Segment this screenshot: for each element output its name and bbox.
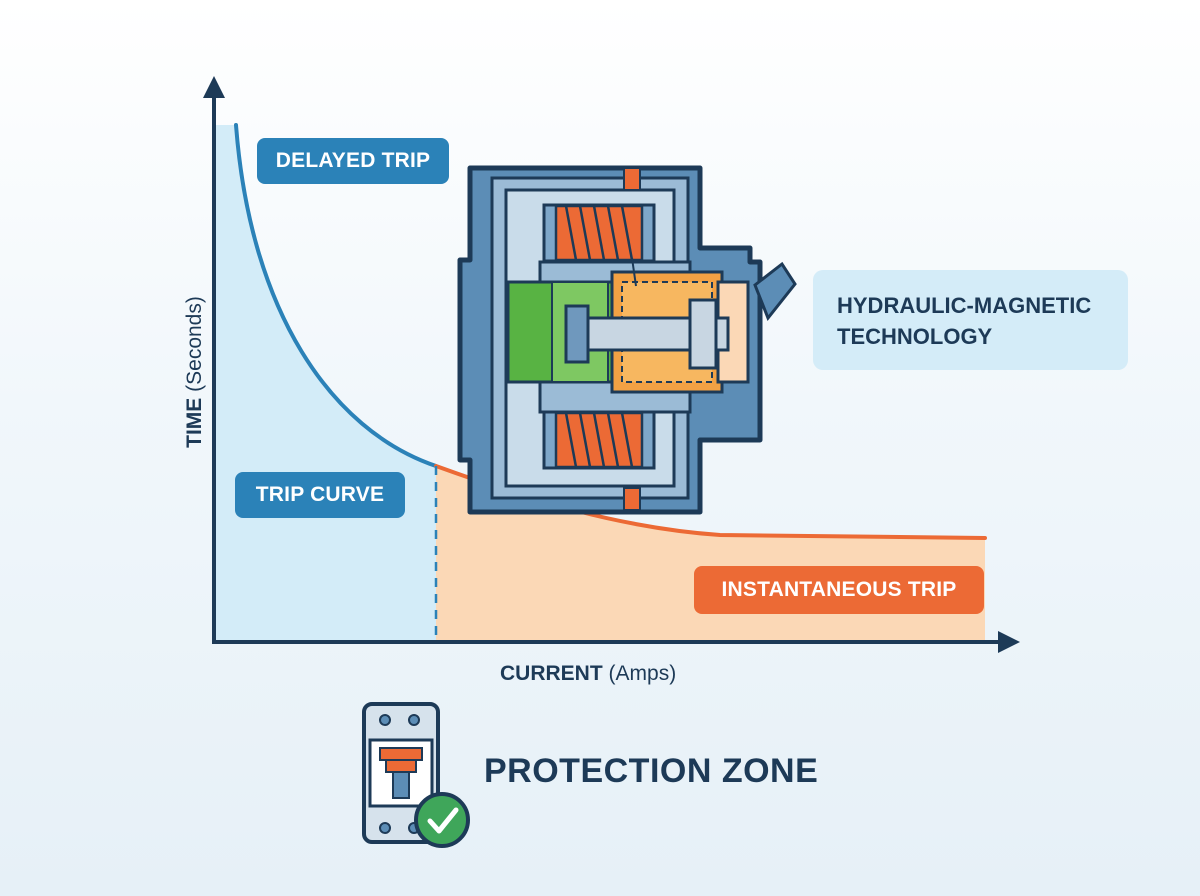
circuit-breaker-icon	[362, 702, 470, 848]
protection-zone-title: PROTECTION ZONE	[484, 752, 819, 790]
trip-curve-label: TRIP CURVE	[235, 472, 405, 518]
delayed-trip-label: DELAYED TRIP	[257, 138, 449, 184]
delayed-trip-curve	[234, 123, 438, 468]
technology-callout: HYDRAULIC-MAGNETIC TECHNOLOGY	[813, 270, 1128, 370]
upper-coil	[554, 204, 644, 262]
coil-wire	[631, 257, 637, 287]
side-lever	[753, 261, 797, 321]
technology-line-1: HYDRAULIC-MAGNETIC	[837, 293, 1092, 318]
plunger-head	[564, 304, 590, 364]
y-axis-label: TIME (Seconds)	[183, 222, 207, 522]
bottom-terminal	[623, 487, 641, 511]
x-axis-unit: (Amps)	[608, 662, 677, 685]
y-axis-unit: (Seconds)	[183, 296, 206, 392]
instantaneous-trip-label: INSTANTANEOUS TRIP	[694, 566, 984, 614]
check-circle-icon	[414, 792, 470, 848]
y-axis-title: TIME	[183, 397, 206, 448]
top-terminal	[623, 167, 641, 191]
plunger-stop	[688, 298, 718, 370]
technology-line-2: TECHNOLOGY	[837, 324, 993, 349]
x-axis-label: CURRENT (Amps)	[500, 662, 676, 686]
x-axis-arrow	[998, 631, 1020, 653]
x-axis-title: CURRENT	[500, 662, 603, 685]
lower-coil	[554, 411, 644, 469]
breaker-mechanism-illustration	[457, 165, 797, 515]
y-axis-arrow	[203, 76, 225, 98]
